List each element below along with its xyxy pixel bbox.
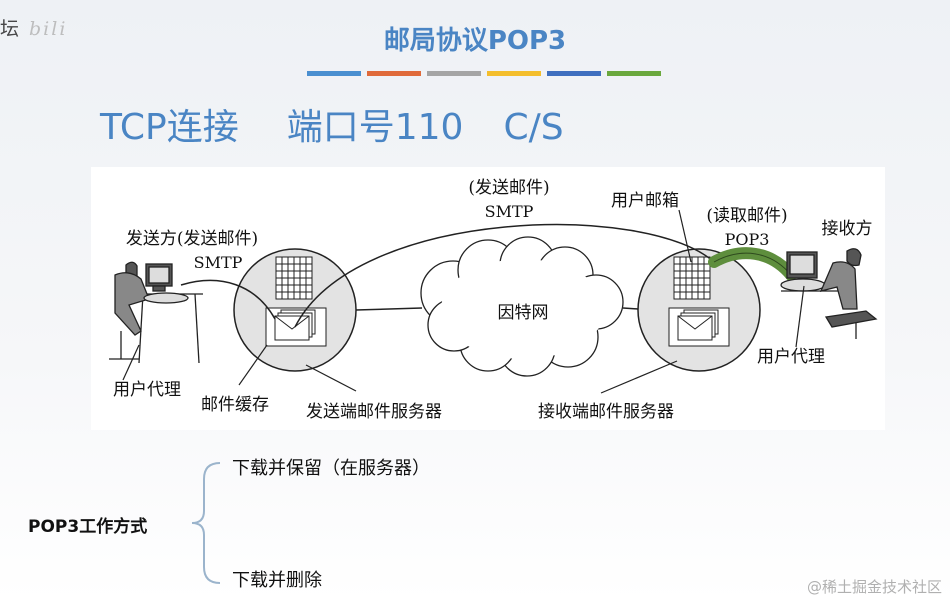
user-mailbox-grid	[673, 256, 711, 300]
pop3-link-edge	[713, 252, 792, 276]
pop3-modes-label: POP3工作方式	[28, 517, 148, 537]
send-server-label: 发送端邮件服务器	[306, 402, 442, 422]
divider-bar-3	[427, 71, 481, 76]
recv-server-envelopes	[668, 307, 730, 347]
internet-to-recv-line	[622, 307, 639, 310]
divider-bar-2	[367, 71, 421, 76]
receiver-label: 接收方	[822, 219, 873, 239]
corner-text: 坛	[0, 18, 20, 40]
pop3-diagram: 发送方(发送邮件) SMTP (发送邮件) SMTP 用户邮箱 (读取邮件) P…	[91, 167, 885, 430]
sender-smtp-line	[180, 279, 276, 320]
mode-download-delete: 下载并删除	[232, 570, 322, 591]
internet-cloud	[420, 236, 624, 377]
user-agent-right-label: 用户代理	[757, 347, 825, 367]
slide-title: 邮局协议POP3	[383, 26, 567, 56]
modes-brace	[191, 462, 221, 584]
divider-bar-4	[487, 71, 541, 76]
juejin-watermark: @稀土掘金技术社区	[806, 578, 942, 596]
smtp-arc	[294, 223, 716, 328]
callout-lines	[122, 209, 805, 394]
recv-server-label: 接收端邮件服务器	[538, 402, 674, 422]
sender-computer-icon	[109, 261, 203, 364]
divider-bar-5	[547, 71, 601, 76]
mail-cache-label: 邮件缓存	[201, 395, 269, 415]
send-server-envelopes	[265, 307, 327, 347]
divider-bar-6	[607, 71, 661, 76]
tcp-connection: TCP连接	[100, 107, 239, 148]
top-action-label: (发送邮件)	[468, 178, 549, 198]
corner-watermark: 坛 bili	[0, 14, 67, 41]
sender-label: 发送方(发送邮件)	[126, 229, 258, 249]
mailbox-label: 用户邮箱	[611, 191, 679, 211]
color-divider	[307, 71, 661, 76]
slide-subtitle: TCP连接 端口号110 C/S	[100, 98, 564, 150]
mode-download-keep: 下载并保留（在服务器）	[232, 458, 430, 479]
port-number: 端口号110	[286, 107, 464, 148]
read-protocol-label: POP3	[725, 230, 770, 249]
internet-label: 因特网	[498, 303, 549, 323]
send-server-mailbox-grid	[275, 256, 313, 300]
sender-protocol-label: SMTP	[194, 253, 243, 272]
bilibili-logo: bili	[29, 18, 68, 40]
top-protocol-label: SMTP	[485, 202, 534, 221]
client-server: C/S	[503, 107, 564, 148]
receiver-computer-icon	[780, 248, 878, 339]
read-action-label: (读取邮件)	[706, 206, 787, 226]
user-agent-left-label: 用户代理	[113, 380, 181, 400]
send-to-internet-line	[355, 307, 423, 311]
divider-bar-1	[307, 71, 361, 76]
